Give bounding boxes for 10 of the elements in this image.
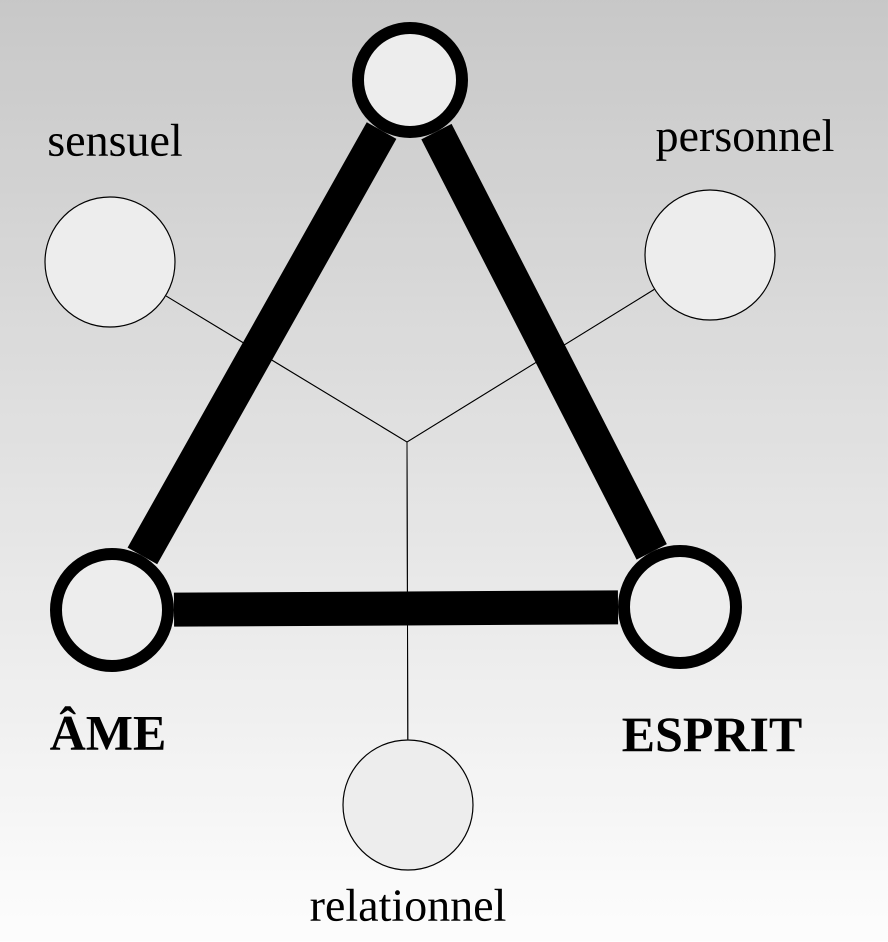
connector-line — [166, 288, 655, 443]
node-label: sensuel — [49, 124, 182, 156]
thick-bar — [174, 590, 618, 627]
thick-bar — [128, 122, 396, 564]
thick-bar — [421, 124, 667, 560]
node-label: relationnel — [310, 888, 506, 922]
node-label: ÂME — [50, 706, 164, 750]
node-label: personnel — [656, 119, 834, 161]
node-label: ESPRIT — [622, 718, 802, 752]
circle — [352, 22, 468, 138]
